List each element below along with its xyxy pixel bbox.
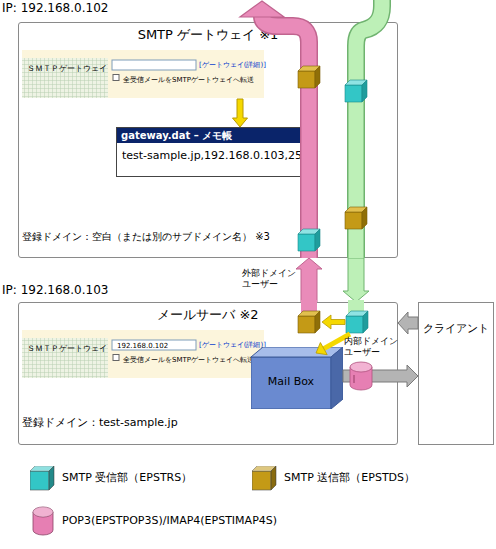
- cube-front: [252, 471, 271, 490]
- sender-cube: [298, 66, 320, 88]
- domain-note: 登録ドメイン：空白（または別のサブドメイン名） ※3: [22, 231, 270, 243]
- ip-address: IP: 192.168.0.102: [2, 2, 108, 16]
- send-arrow: [398, 312, 418, 334]
- gateway-settings-screenshot: [22, 50, 264, 98]
- mailbox-block: Mail Box: [251, 347, 343, 409]
- input-field: [112, 60, 196, 70]
- settings-screenshot: ＳＭＴＰゲートウェイ 192.168.0.102 [ゲートウェイ(詳細)] 全受信メー…: [23, 331, 265, 379]
- inbound-arrow: [343, 258, 369, 302]
- window-title: gateway.dat – メモ帳: [117, 128, 301, 143]
- band-outline: [356, 0, 382, 258]
- label-column: [22, 58, 108, 98]
- internal-arrow: [322, 315, 345, 329]
- screenshot-bg: [22, 330, 264, 378]
- mailbox-label: Mail Box: [251, 376, 331, 389]
- server-frame: IP: 192.168.0.103メールサーバ ※2登録ドメイン：test-sa…: [18, 302, 398, 445]
- swatch-shape: [32, 506, 58, 538]
- checkbox-label: 全受信メールをSMTPゲートウェイへ転送: [123, 76, 254, 84]
- field-value: 192.168.0.102: [117, 342, 168, 350]
- legend-swatch: [252, 466, 278, 498]
- band-stub: [348, 300, 364, 313]
- cylinder-top: [33, 507, 53, 517]
- file-content: test-sample.jp,192.168.0.103,25: [122, 150, 302, 163]
- flow-label: 外部ドメイン ユーザー: [242, 268, 300, 290]
- box-side: [331, 347, 343, 409]
- ip-address: IP: 192.168.0.103: [2, 284, 108, 298]
- mailserver-settings-screenshot: [22, 330, 264, 378]
- detail-link: [ゲートウェイ(詳細)]: [199, 61, 266, 69]
- outbound-arrow: [296, 258, 322, 302]
- swatch-shape: [252, 466, 278, 498]
- checkbox-label: 全受信メールをSMTPゲートウェイへ転送: [123, 356, 254, 364]
- field-label: ＳＭＴＰゲートウェイ: [27, 344, 107, 353]
- config-arrow: [233, 99, 248, 127]
- field-label: ＳＭＴＰゲートウェイ: [27, 64, 107, 73]
- flow-label: 内部ドメイン ユーザー: [344, 336, 402, 358]
- pop-imap-cylinder: [350, 362, 372, 390]
- cube-side: [49, 466, 54, 490]
- cylinder-top-light: [33, 507, 53, 517]
- domain-note: 登録ドメイン：test-sample.jp: [22, 417, 178, 430]
- server-frame: IP: 192.168.0.102SMTP ゲートウェイ ※1登録ドメイン：空白…: [18, 22, 398, 258]
- receiver-cube: [345, 80, 367, 102]
- band-outline: [262, 16, 309, 258]
- input-field: [112, 340, 196, 350]
- sender-cube: [345, 207, 367, 229]
- legend-text: POP3(EPSTPOP3S)/IMAP4(EPSTIMAP4S): [62, 514, 277, 527]
- box-top: [251, 347, 343, 357]
- sender-cube: [298, 311, 320, 333]
- detail-link: [ゲートウェイ(詳細)]: [199, 341, 266, 349]
- band-fill: [356, 0, 382, 258]
- receiver-cube: [298, 229, 320, 251]
- band-stub: [301, 300, 317, 313]
- outbound-flow-band: [240, 1, 317, 313]
- server-title: SMTP ゲートウェイ ※1: [19, 28, 397, 43]
- legend-text: SMTP 送信部（EPSTDS）: [284, 471, 415, 484]
- inbound-flow-band: [348, 0, 382, 313]
- client-label: クライアント: [419, 323, 493, 336]
- label-column: [22, 338, 108, 378]
- checkbox: [113, 355, 119, 361]
- legend-swatch: [30, 466, 56, 498]
- box-front: [251, 357, 331, 409]
- server-title: メールサーバ ※2: [19, 308, 397, 323]
- delivery-arrow-head: [316, 343, 327, 355]
- screenshot-bg: [22, 50, 264, 98]
- cube-side-shade: [49, 466, 54, 490]
- cube-side: [271, 466, 276, 490]
- checkbox: [113, 75, 119, 81]
- legend-text: SMTP 受信部（EPSTRS）: [62, 471, 192, 484]
- cube-front: [30, 471, 49, 490]
- band-fill: [262, 16, 309, 258]
- settings-screenshot: ＳＭＴＰゲートウェイ [ゲートウェイ(詳細)] 全受信メールをSMTPゲートウェイへ…: [23, 51, 265, 99]
- notepad-window: gateway.dat – メモ帳 test-sample.jp,192.168.…: [116, 127, 302, 177]
- swatch-shape: [30, 466, 56, 498]
- cube-side-shade: [271, 466, 276, 490]
- receiver-cube: [346, 311, 368, 333]
- legend-swatch: [32, 506, 58, 538]
- band-head: [240, 1, 284, 17]
- client-box: クライアント: [418, 302, 494, 445]
- receive-arrow: [343, 365, 418, 387]
